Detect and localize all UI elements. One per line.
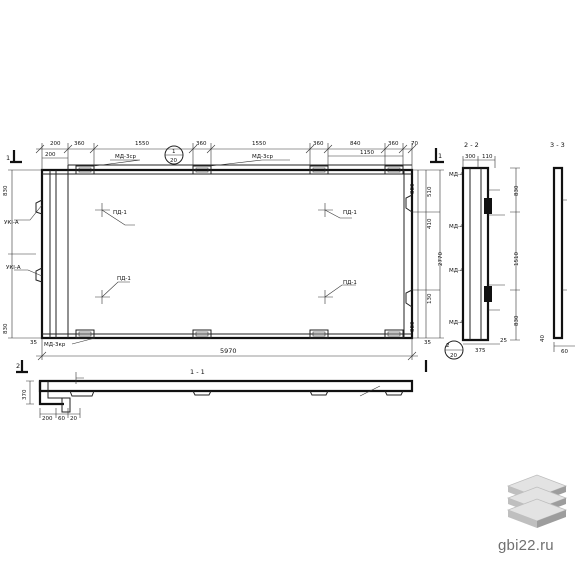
label-ukl-a: УКI-А [4, 220, 19, 226]
top-plates [75, 165, 404, 175]
section-2-2: 2 - 2 300 110 830 1510 830 375 25 МД-4 М… [449, 141, 520, 354]
panel-plan-view [14, 159, 414, 345]
cut-marks-1: 1 1 [6, 148, 444, 164]
section-mark-top: 1 20 [164, 145, 184, 165]
label-ukl-b: УКI-А [6, 265, 21, 271]
top-dim-8: 70 [411, 141, 418, 147]
label-md4-c: МД-4 [449, 268, 464, 274]
s11-dim-0: 200 [42, 416, 53, 422]
right-dim-2: 2770 [438, 252, 444, 266]
section-1-1: 1 - 1 2 370 200 60 20 [16, 360, 428, 422]
label-md4-d: МД-4 [449, 320, 464, 326]
top-dim2-0: 200 [45, 152, 56, 158]
section-3-3-title: 3 - 3 [550, 141, 565, 149]
label-pd1-a: ПД-1 [113, 210, 127, 216]
right-dim-1: 880 [410, 321, 416, 332]
right-dim-4: 410 [427, 218, 433, 229]
right-dim-0: 880 [410, 183, 416, 194]
bottom-plates [75, 329, 404, 339]
label-md4-a: МД-4 [449, 172, 464, 178]
section-3-3: 3 - 3 40 60 [540, 141, 575, 355]
s22-dim-3: 1510 [514, 252, 520, 266]
section-mark-bottom: 2 20 [444, 340, 464, 360]
section-2-2-title: 2 - 2 [464, 141, 479, 149]
right-dimensions: 880 880 2770 510 410 130 35 [410, 169, 444, 346]
s22-dim-2: 830 [514, 185, 520, 196]
label-md3sp-1: МД-3ср [115, 154, 137, 160]
s22-dim-4: 830 [514, 315, 520, 326]
s22-dim-5: 375 [475, 348, 486, 354]
top-dimension-chain: 200 360 1550 360 1550 360 840 360 70 200… [35, 141, 418, 170]
label-pd1-b: ПД-1 [343, 210, 357, 216]
s22-dim-1: 110 [482, 154, 493, 160]
bottom-dimension: 5970 [36, 338, 418, 361]
s33-dim-1: 60 [561, 349, 568, 355]
s22-dim-0: 300 [465, 154, 476, 160]
top-dim-2: 1550 [135, 141, 149, 147]
label-md4-b: МД-4 [449, 224, 464, 230]
top-dim2-1: 1150 [360, 150, 374, 156]
label-md3sp-2: МД-3ср [252, 154, 274, 160]
site-watermark: gbi22.ru [498, 537, 554, 554]
section-mark-bottom-den: 20 [450, 353, 457, 359]
lifting-loops [95, 203, 356, 304]
top-dim-3: 360 [196, 141, 207, 147]
cut-mark-1-right: 1 [438, 152, 442, 160]
cut-mark-1-left: 1 [6, 154, 10, 162]
left-dim-1: 830 [3, 323, 9, 334]
right-dim-3: 510 [427, 186, 433, 197]
cut-mark-2-left: 2 [16, 362, 20, 370]
s11-dim-1: 60 [58, 416, 65, 422]
s33-dim-0: 40 [540, 335, 546, 342]
top-dim-5: 360 [313, 141, 324, 147]
s11-dim-3: 370 [22, 389, 28, 400]
left-dim-0: 830 [3, 185, 9, 196]
section-mark-bottom-num: 2 [446, 343, 450, 349]
top-dim-4: 1550 [252, 141, 266, 147]
section-mark-top-den: 20 [170, 158, 177, 164]
section-mark-top-num: 1 [172, 149, 176, 155]
top-dim-7: 360 [388, 141, 399, 147]
stacked-slabs-icon [506, 474, 568, 528]
right-dim-5: 130 [427, 293, 433, 304]
section-1-1-title: 1 - 1 [190, 368, 205, 376]
label-pd1-c: ПД-1 [117, 276, 131, 282]
overall-length: 5970 [220, 347, 237, 355]
left-dimensions: 830 830 35 [3, 169, 42, 346]
s11-dim-2: 20 [70, 416, 77, 422]
left-dim-2: 35 [30, 340, 37, 346]
label-pd1-d: ПД-1 [343, 280, 357, 286]
top-dim-6: 840 [350, 141, 361, 147]
top-dim-0: 200 [50, 141, 61, 147]
label-md3kr: МД-3кр [44, 342, 66, 348]
s22-dim-6: 25 [500, 338, 507, 344]
right-dim-6: 35 [424, 340, 431, 346]
top-dim-1: 360 [74, 141, 85, 147]
